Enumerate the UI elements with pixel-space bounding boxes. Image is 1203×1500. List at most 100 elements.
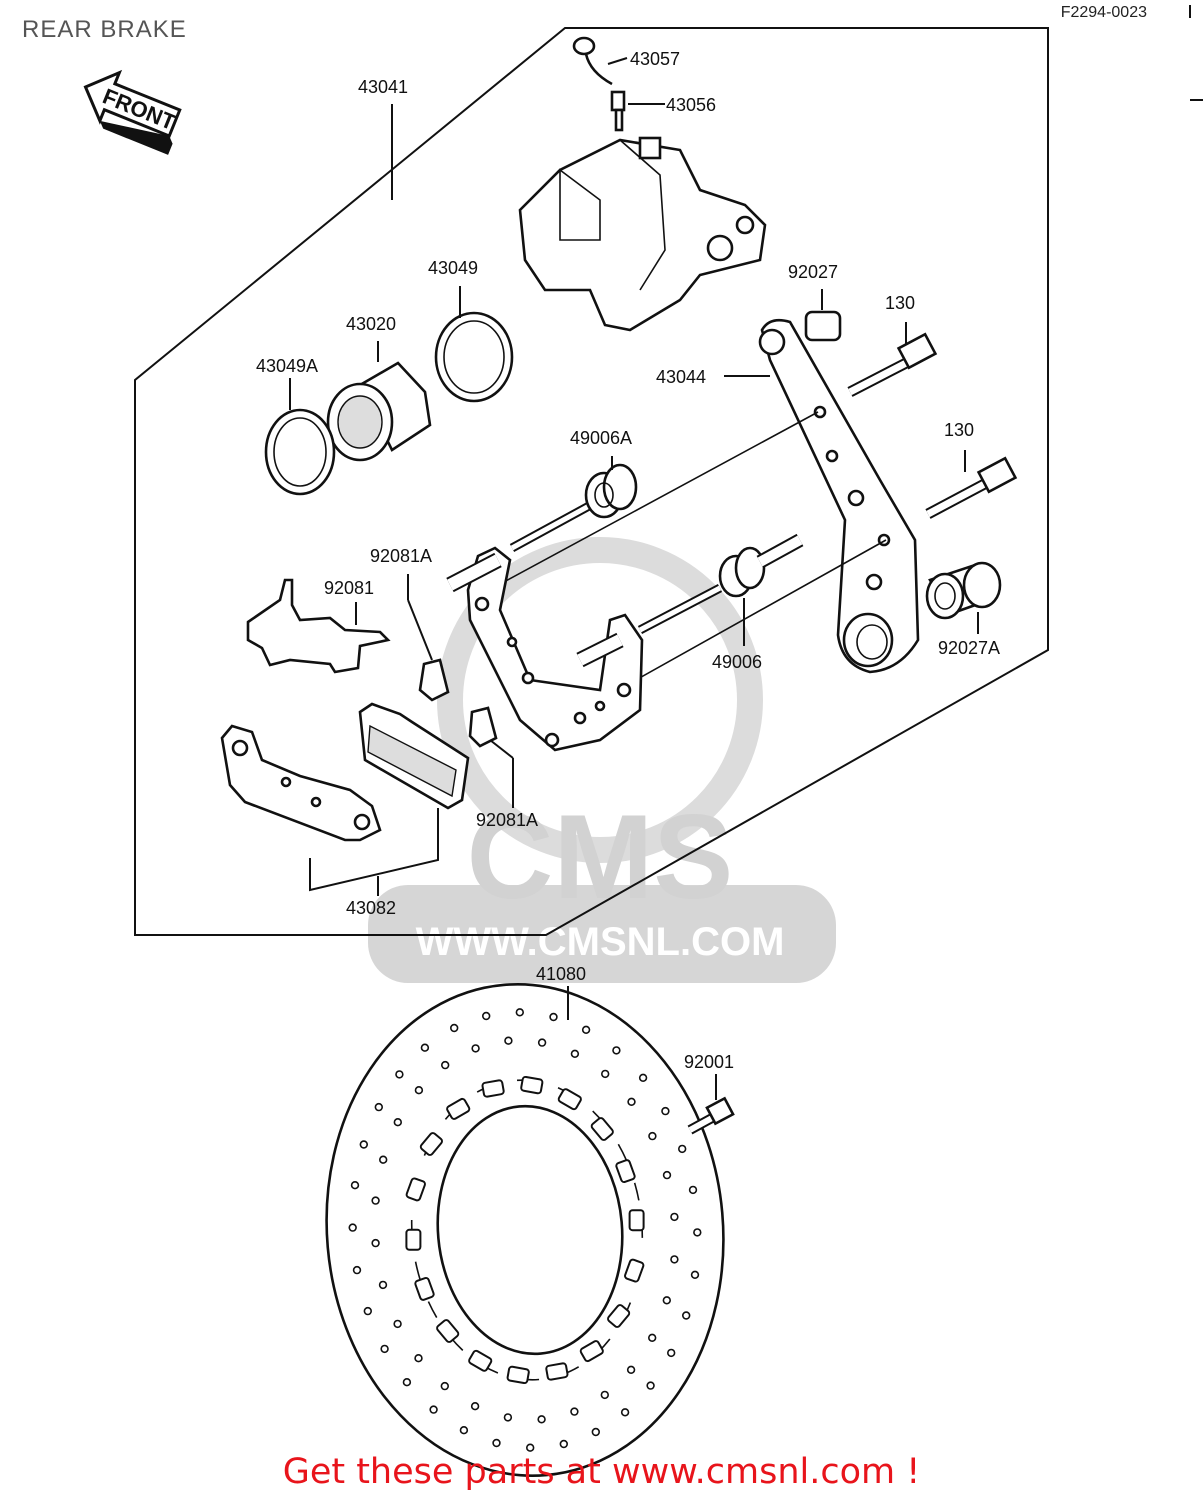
- brake-pad-outer-icon: [220, 724, 382, 842]
- disc-drill-hole: [662, 1170, 672, 1180]
- disc-drill-hole: [395, 1070, 404, 1079]
- disc-drill-hole: [591, 1427, 600, 1437]
- disc-drill-hole: [537, 1038, 547, 1047]
- disc-vent-slot: [520, 1075, 544, 1095]
- watermark-ring: [437, 537, 763, 863]
- disc-drill-hole: [662, 1296, 671, 1305]
- watermark-banner: [368, 885, 836, 983]
- disc-drill-hole: [681, 1311, 691, 1320]
- disc-bolt-icon: [687, 1096, 735, 1135]
- bleeder-cap-icon: [572, 36, 613, 86]
- diagram-code: F2294-0023: [1060, 4, 1147, 21]
- disc-drill-hole: [371, 1196, 380, 1205]
- disc-drill-hole: [559, 1439, 568, 1449]
- label-92081a-top: 92081A: [370, 546, 432, 566]
- disc-drill-hole: [471, 1044, 480, 1053]
- disc-drill-hole: [570, 1049, 580, 1059]
- disc-drill-hole: [503, 1413, 513, 1422]
- disc-drill-hole: [648, 1131, 657, 1141]
- disc-vent-slot: [545, 1362, 569, 1381]
- bleeder-valve-icon: [610, 90, 626, 132]
- disc-drill-hole: [666, 1348, 676, 1358]
- disc-drill-hole: [393, 1117, 402, 1127]
- disc-drill-hole: [693, 1228, 702, 1237]
- caliper-body-icon: [518, 136, 767, 332]
- disc-drill-hole: [379, 1155, 388, 1164]
- disc-drill-hole: [581, 1025, 591, 1035]
- disc-drill-hole: [450, 1023, 459, 1033]
- label-92081a-bottom: 92081A: [476, 810, 538, 830]
- disc-drill-hole: [402, 1377, 412, 1387]
- label-43082: 43082: [346, 898, 396, 918]
- disc-drill-hole: [638, 1073, 648, 1083]
- label-130-upper: 130: [885, 293, 915, 313]
- label-43044: 43044: [656, 367, 706, 387]
- disc-drill-hole: [350, 1180, 360, 1190]
- disc-vent-slot: [405, 1177, 426, 1202]
- label-43057: 43057: [630, 49, 680, 69]
- disc-drill-hole: [600, 1069, 610, 1079]
- bushing-icon: [925, 561, 1002, 620]
- watermark: CMS WWW.CMSNL.COM: [368, 537, 836, 983]
- pad-clip-lower-icon: [468, 706, 498, 748]
- disc-drill-hole: [352, 1265, 362, 1275]
- label-130-lower: 130: [944, 420, 974, 440]
- disc-drill-hole: [515, 1008, 524, 1017]
- label-43041: 43041: [358, 77, 408, 97]
- disc-drill-hole: [626, 1365, 636, 1375]
- disc-drill-hole: [492, 1438, 501, 1448]
- assembly-line-upper: [477, 411, 819, 597]
- disc-drill-hole: [363, 1306, 372, 1316]
- disc-vent-slot: [579, 1340, 604, 1363]
- label-49006: 49006: [712, 652, 762, 672]
- label-92027: 92027: [788, 262, 838, 282]
- disc-drill-hole: [570, 1407, 579, 1416]
- disc-vent-slot: [468, 1349, 493, 1372]
- disc-drill-hole: [371, 1238, 380, 1248]
- disc-drill-hole: [348, 1223, 357, 1232]
- disc-vent-slot: [607, 1304, 631, 1328]
- disc-vent-slot: [590, 1117, 614, 1141]
- disc-vent-slot: [419, 1132, 443, 1156]
- slide-pin-upper-icon: [509, 463, 638, 552]
- front-arrow-icon: FRONT: [83, 69, 182, 155]
- piston-icon: [326, 361, 432, 462]
- disc-drill-hole: [440, 1381, 449, 1391]
- seal-ring-icon: [434, 311, 514, 403]
- disc-drill-hole: [482, 1011, 491, 1021]
- disc-vent-slot: [405, 1228, 422, 1251]
- disc-vent-slot: [436, 1319, 460, 1343]
- dust-seal-icon: [264, 408, 336, 496]
- brake-pad-inner-icon: [358, 702, 470, 810]
- watermark-brand: CMS: [467, 790, 734, 924]
- disc-drill-hole: [688, 1185, 698, 1195]
- disc-drill-hole: [378, 1280, 388, 1290]
- disc-drill-hole: [414, 1353, 423, 1363]
- page-title: REAR BRAKE: [22, 16, 187, 43]
- disc-drill-hole: [549, 1012, 558, 1022]
- disc-drill-hole: [525, 1443, 535, 1452]
- caliper-bracket-icon: [446, 546, 644, 752]
- disc-drill-hole: [537, 1415, 546, 1424]
- disc-vent-slot: [506, 1365, 530, 1385]
- disc-drill-hole: [393, 1319, 402, 1329]
- bolt-lower-icon: [925, 456, 1018, 519]
- label-92081: 92081: [324, 578, 374, 598]
- disc-drill-hole: [661, 1106, 670, 1116]
- disc-drill-hole: [600, 1390, 609, 1400]
- brake-disc-icon: [325, 983, 725, 1477]
- disc-drill-hole: [612, 1046, 621, 1055]
- anti-rattle-spring-icon: [246, 578, 391, 674]
- label-49006a: 49006A: [570, 428, 632, 448]
- watermark-url: WWW.CMSNL.COM: [416, 920, 785, 964]
- disc-drill-hole: [690, 1270, 700, 1280]
- disc-drill-hole: [380, 1344, 389, 1354]
- assembly-line-lower: [617, 539, 887, 691]
- leader-lines: [289, 57, 979, 1100]
- disc-drill-hole: [359, 1140, 368, 1149]
- disc-drill-hole: [620, 1408, 630, 1417]
- label-43020: 43020: [346, 314, 396, 334]
- part-labels: 43057 43056 43041 43049 43020 43049A 920…: [256, 49, 1000, 1072]
- disc-vent-slot: [557, 1088, 582, 1111]
